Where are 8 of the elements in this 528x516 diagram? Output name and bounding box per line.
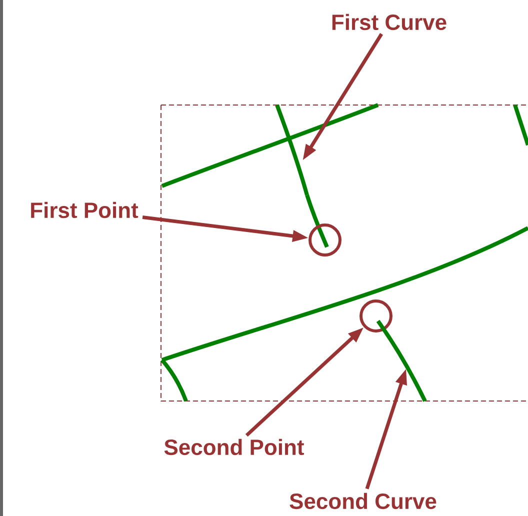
label-text: First Point: [31, 202, 138, 218]
label-text: Second Point: [164, 438, 304, 456]
curve-line: [275, 104, 309, 196]
label-text: Second Curve: [290, 492, 436, 510]
point-circle: [360, 300, 392, 332]
curve-line: [376, 320, 427, 402]
point-circle: [308, 224, 342, 256]
label-text: First Curve: [332, 14, 446, 30]
